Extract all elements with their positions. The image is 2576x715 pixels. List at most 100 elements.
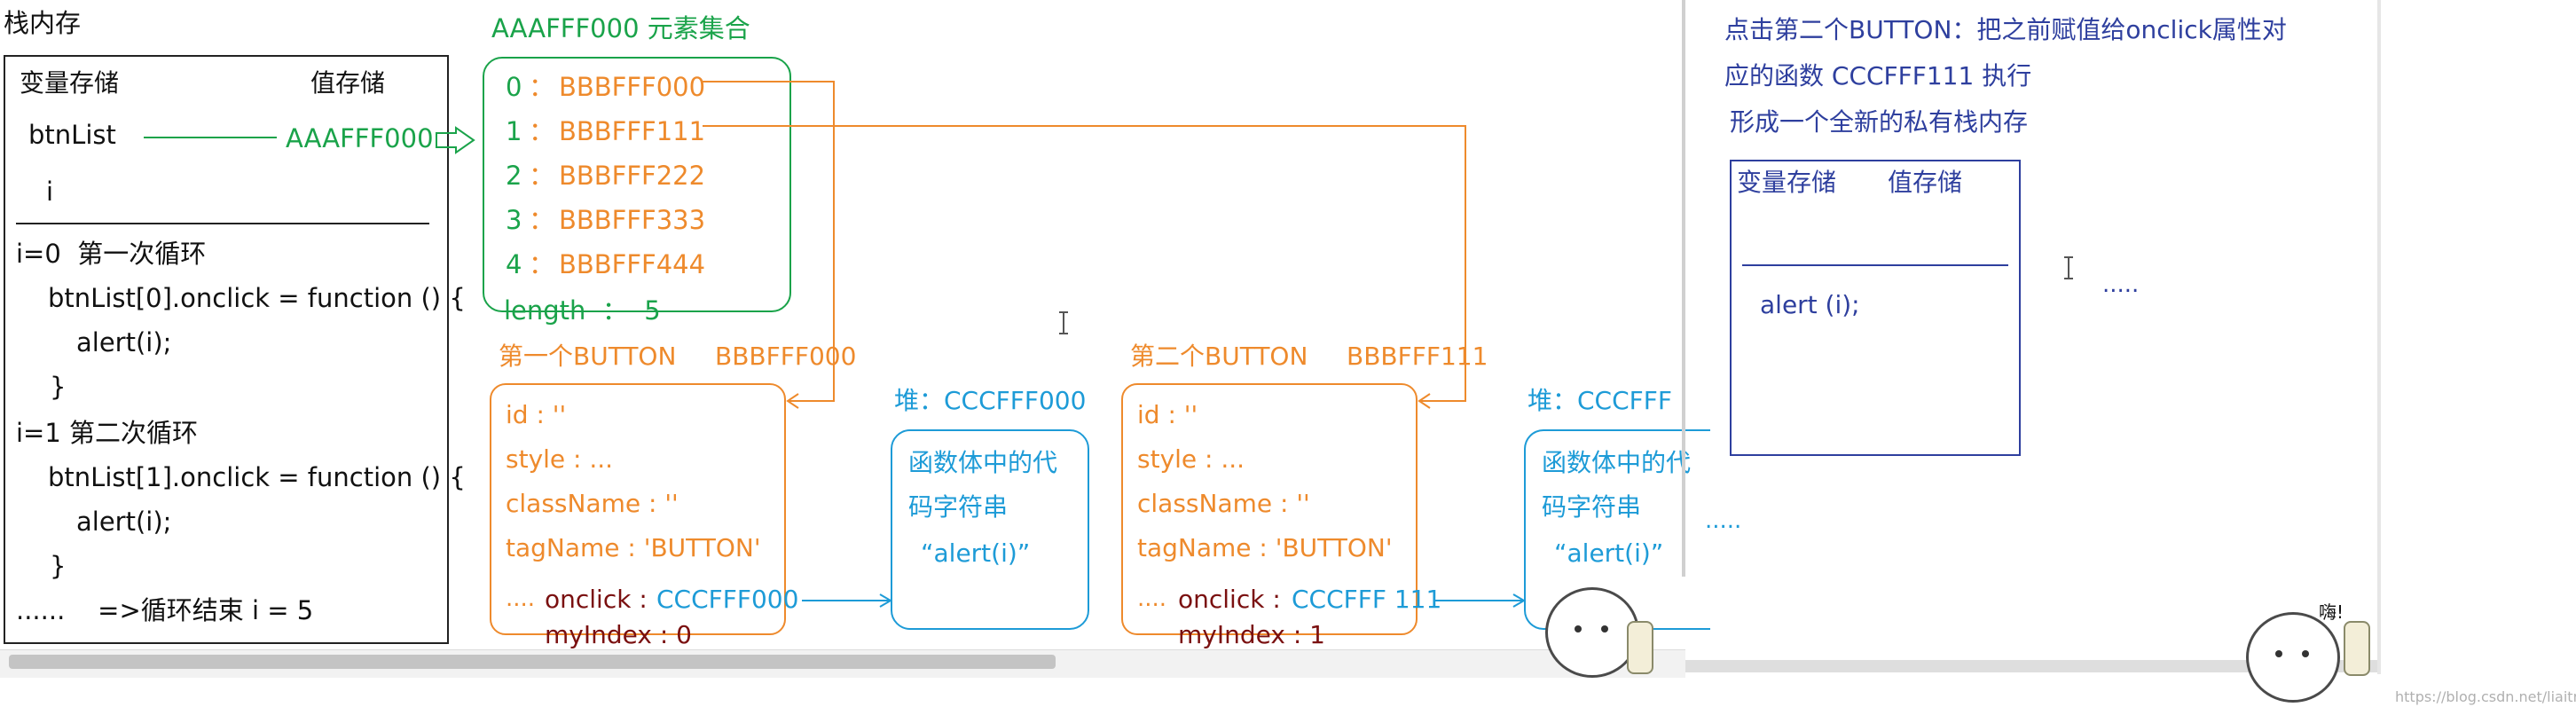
button1-box xyxy=(490,383,786,635)
button2-onclick-value: CCCFFF 111 xyxy=(1292,585,1442,614)
mascot-icon xyxy=(2246,612,2340,703)
button2-title: 第二个BUTTON xyxy=(1130,342,1308,371)
collection-length: length ： 5 xyxy=(504,295,661,326)
collection-index-0: 0 xyxy=(506,72,522,102)
mascot-icon xyxy=(1545,587,1639,678)
mascot-eye xyxy=(1601,625,1608,632)
connector-item1-button2 xyxy=(703,125,1466,402)
collection-sep-0: ： xyxy=(529,72,555,102)
panel-divider xyxy=(1682,0,1685,577)
cursor-icon xyxy=(2064,256,2073,279)
button1-prop-tagname: tagName : 'BUTTON' xyxy=(506,533,761,562)
collection-sep-4: ： xyxy=(529,249,555,279)
cursor-icon xyxy=(1059,311,1068,334)
code-line-7: } xyxy=(50,551,67,581)
button1-prop-classname: className : '' xyxy=(506,489,679,518)
button1-prop-style: style : ... xyxy=(506,444,614,474)
right-dots: ..... xyxy=(2102,271,2140,298)
code-line-5: btnList[1].onclick = function () { xyxy=(48,462,466,492)
scrollbar-thumb[interactable] xyxy=(9,655,1056,669)
heap1-line-2: “alert(i)” xyxy=(921,538,1031,568)
mascot-sign-icon xyxy=(1627,621,1653,674)
code-line-3: } xyxy=(50,372,67,402)
heap2-trail: ..... xyxy=(1705,507,1742,534)
mascot-sign-icon xyxy=(2344,621,2370,676)
button2-prop-classname: className : '' xyxy=(1137,489,1310,518)
stack-col-val: 值存储 xyxy=(310,68,386,98)
code-line-1: btnList[0].onclick = function () { xyxy=(48,283,466,313)
button1-ellipsis: .... xyxy=(506,585,536,612)
right-desc-1: 应的函数 CCCFFF111 执行 xyxy=(1724,61,2032,90)
code-line-4: i=1 第二次循环 xyxy=(16,418,199,448)
button2-prop-style: style : ... xyxy=(1137,444,1245,474)
code-line-6: alert(i); xyxy=(76,507,172,537)
button1-addr: BBBFFF000 xyxy=(715,342,857,371)
button1-onclick-key: onclick : xyxy=(545,585,648,614)
heap2-line-2: “alert(i)” xyxy=(1554,538,1664,568)
private-stack-col-val: 值存储 xyxy=(1888,168,1963,197)
connector-item0-button1 xyxy=(703,81,835,402)
button2-myindex: myIndex : 1 xyxy=(1178,620,1325,649)
code-line-8: ...... =>循环结束 i = 5 xyxy=(16,595,314,625)
arrowhead-icon xyxy=(786,393,799,409)
collection-index-3: 3 xyxy=(506,205,522,235)
button1-prop-id: id : '' xyxy=(506,400,567,429)
stack-title: 栈内存 xyxy=(4,8,82,38)
collection-title: AAAFFF000 元素集合 xyxy=(491,13,750,43)
button2-prop-id: id : '' xyxy=(1137,400,1198,429)
arrowhead-icon xyxy=(1418,393,1431,409)
button1-myindex: myIndex : 0 xyxy=(545,620,692,649)
mascot-speech: 嗨! xyxy=(2319,601,2344,623)
private-stack-box xyxy=(1730,160,2021,456)
collection-box xyxy=(483,57,791,312)
panel-edge xyxy=(2377,0,2381,674)
heap2-line-0: 函数体中的代 xyxy=(1542,448,1692,477)
collection-sep-3: ： xyxy=(529,205,555,235)
stack-divider xyxy=(16,223,429,224)
mascot-eye xyxy=(2275,650,2282,657)
collection-value-4: BBBFFF444 xyxy=(559,249,706,279)
heap1-title: 堆：CCCFFF000 xyxy=(894,386,1087,415)
right-desc-0: 点击第二个BUTTON：把之前赋值给onclick属性对 xyxy=(1724,15,2287,44)
collection-index-1: 1 xyxy=(506,116,522,146)
heap1-line-0: 函数体中的代 xyxy=(908,448,1058,477)
code-line-0: i=0 第一次循环 xyxy=(16,239,207,269)
val-btnlist: AAAFFF000 xyxy=(286,123,434,153)
button1-title: 第一个BUTTON xyxy=(499,342,677,371)
heap2-title: 堆：CCCFFF xyxy=(1528,386,1672,415)
button1-onclick-value: CCCFFF000 xyxy=(656,585,799,614)
private-stack-code: alert (i); xyxy=(1760,290,1860,319)
button2-addr: BBBFFF111 xyxy=(1347,342,1488,371)
private-stack-divider xyxy=(1742,264,2008,266)
collection-index-4: 4 xyxy=(506,249,522,279)
stack-col-var: 变量存储 xyxy=(20,68,120,98)
heap1-box xyxy=(891,429,1089,630)
heap1-line-1: 码字符串 xyxy=(908,492,1009,522)
scrollbar-track-right[interactable] xyxy=(1685,660,2377,672)
arrowhead-icon xyxy=(1512,593,1526,608)
collection-value-2: BBBFFF222 xyxy=(559,161,706,191)
var-i: i xyxy=(46,177,54,207)
button2-box xyxy=(1121,383,1418,635)
code-line-2: alert(i); xyxy=(76,327,172,358)
heap2-line-1: 码字符串 xyxy=(1542,492,1642,522)
stack-box xyxy=(4,55,449,644)
mascot-eye xyxy=(1575,625,1582,632)
collection-value-1: BBBFFF111 xyxy=(559,116,706,146)
hollow-arrow-icon xyxy=(436,126,475,154)
arrowhead-icon xyxy=(879,593,892,608)
mascot-eye xyxy=(2302,650,2309,657)
var-btnlist: btnList xyxy=(28,120,116,150)
collection-value-0: BBBFFF000 xyxy=(559,72,706,102)
button2-prop-tagname: tagName : 'BUTTON' xyxy=(1137,533,1393,562)
private-stack-col-var: 变量存储 xyxy=(1737,168,1837,197)
collection-sep-1: ： xyxy=(529,116,555,146)
watermark: https://blog.csdn.net/liaitnrin xyxy=(2395,688,2576,705)
collection-index-2: 2 xyxy=(506,161,522,191)
button2-ellipsis: .... xyxy=(1137,585,1167,612)
collection-value-3: BBBFFF333 xyxy=(559,205,706,235)
button2-onclick-key: onclick : xyxy=(1178,585,1281,614)
right-desc-2: 形成一个全新的私有栈内存 xyxy=(1730,107,2029,137)
